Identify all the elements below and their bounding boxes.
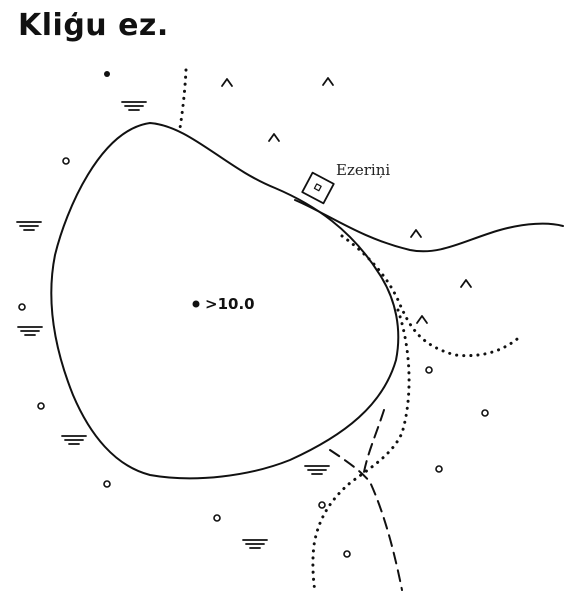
meadow-caret-icon	[460, 279, 472, 288]
meadow-caret-icon	[322, 77, 334, 86]
marsh-icon	[17, 326, 43, 336]
road-line	[294, 199, 564, 253]
depth-label: >10.0	[205, 295, 255, 313]
bush-circle-icon	[103, 480, 111, 488]
building-symbol	[301, 171, 335, 205]
bush-circle-icon	[435, 465, 443, 473]
dashed-track-1	[363, 409, 385, 473]
dotted-path-south	[311, 308, 411, 594]
meadow-caret-icon	[410, 229, 422, 238]
bush-circle-icon	[62, 157, 70, 165]
bush-symbols	[18, 157, 489, 558]
bush-circle-icon	[318, 501, 326, 509]
bush-circle-icon	[37, 402, 45, 410]
marsh-icon	[242, 539, 268, 549]
lake-shoreline	[50, 122, 400, 480]
marsh-icon	[304, 465, 330, 475]
bush-circle-icon	[213, 514, 221, 522]
bush-circle-icon	[18, 303, 26, 311]
bush-circle-icon	[481, 409, 489, 417]
dashed-track-2	[329, 449, 403, 591]
meadow-symbols	[221, 77, 472, 324]
marsh-icon	[16, 221, 42, 231]
bush-circle-icon	[343, 550, 351, 558]
dot-marker	[104, 71, 110, 77]
meadow-caret-icon	[221, 78, 233, 87]
dotted-path-east	[340, 234, 524, 358]
depth-point-icon	[192, 300, 200, 308]
dotted-path-north	[178, 68, 188, 130]
meadow-caret-icon	[268, 133, 280, 142]
marsh-symbols	[16, 101, 330, 549]
bush-circle-icon	[425, 366, 433, 374]
marsh-icon	[121, 101, 147, 111]
meadow-caret-icon	[416, 315, 428, 324]
map-title: Kliģu ez.	[18, 8, 169, 43]
marsh-icon	[61, 435, 87, 445]
place-label-ezerini: Ezeriņi	[336, 161, 390, 179]
